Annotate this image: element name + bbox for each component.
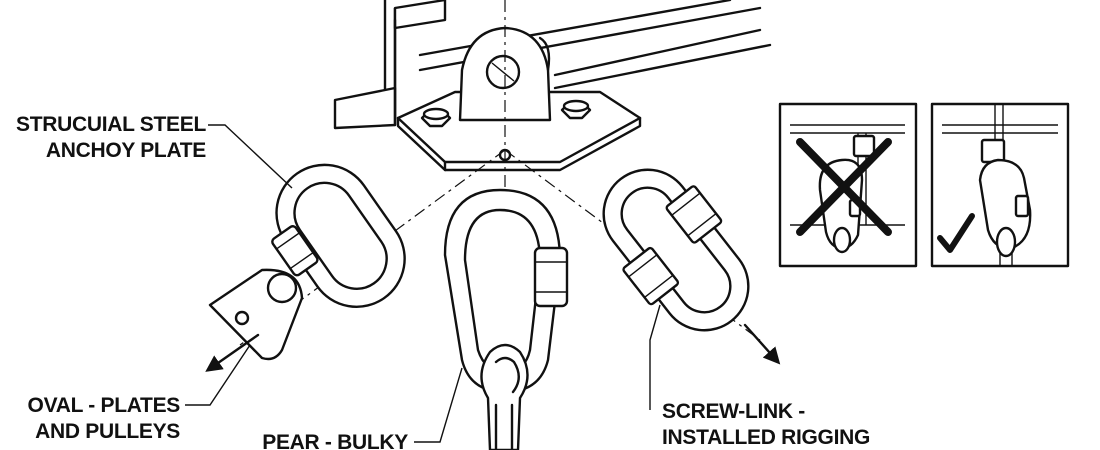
checkmark-icon	[937, 213, 975, 253]
plate-bolt-right	[560, 99, 592, 120]
screw-link	[602, 168, 781, 365]
label-screw-line2: INSTALLED RIGGING	[662, 426, 870, 449]
anchor-plate	[396, 26, 642, 172]
plate-bolt-left	[420, 107, 452, 128]
cross-mark-icon	[796, 138, 892, 236]
leader-anchor	[208, 124, 293, 189]
label-screw-line1: SCREW-LINK -	[662, 400, 805, 423]
label-anchor-line1: STRUCUIAL STEEL	[16, 113, 206, 136]
load-arrow-right	[743, 323, 781, 365]
load-arrow-left	[205, 333, 260, 372]
label-oval-line2: AND PULLEYS	[35, 420, 180, 443]
leader-screw	[649, 304, 661, 410]
leader-oval	[185, 344, 251, 406]
pear-carabiner	[443, 188, 569, 450]
inset-incorrect	[778, 102, 918, 268]
inset-correct	[930, 102, 1070, 268]
label-anchor-line2: ANCHOY PLATE	[46, 139, 206, 162]
centerline-left	[239, 149, 506, 346]
label-oval-line1: OVAL - PLATES	[28, 394, 181, 417]
oval-carabiner	[205, 163, 406, 372]
label-pear: PEAR - BULKY	[262, 431, 408, 450]
leader-pear	[414, 367, 463, 443]
